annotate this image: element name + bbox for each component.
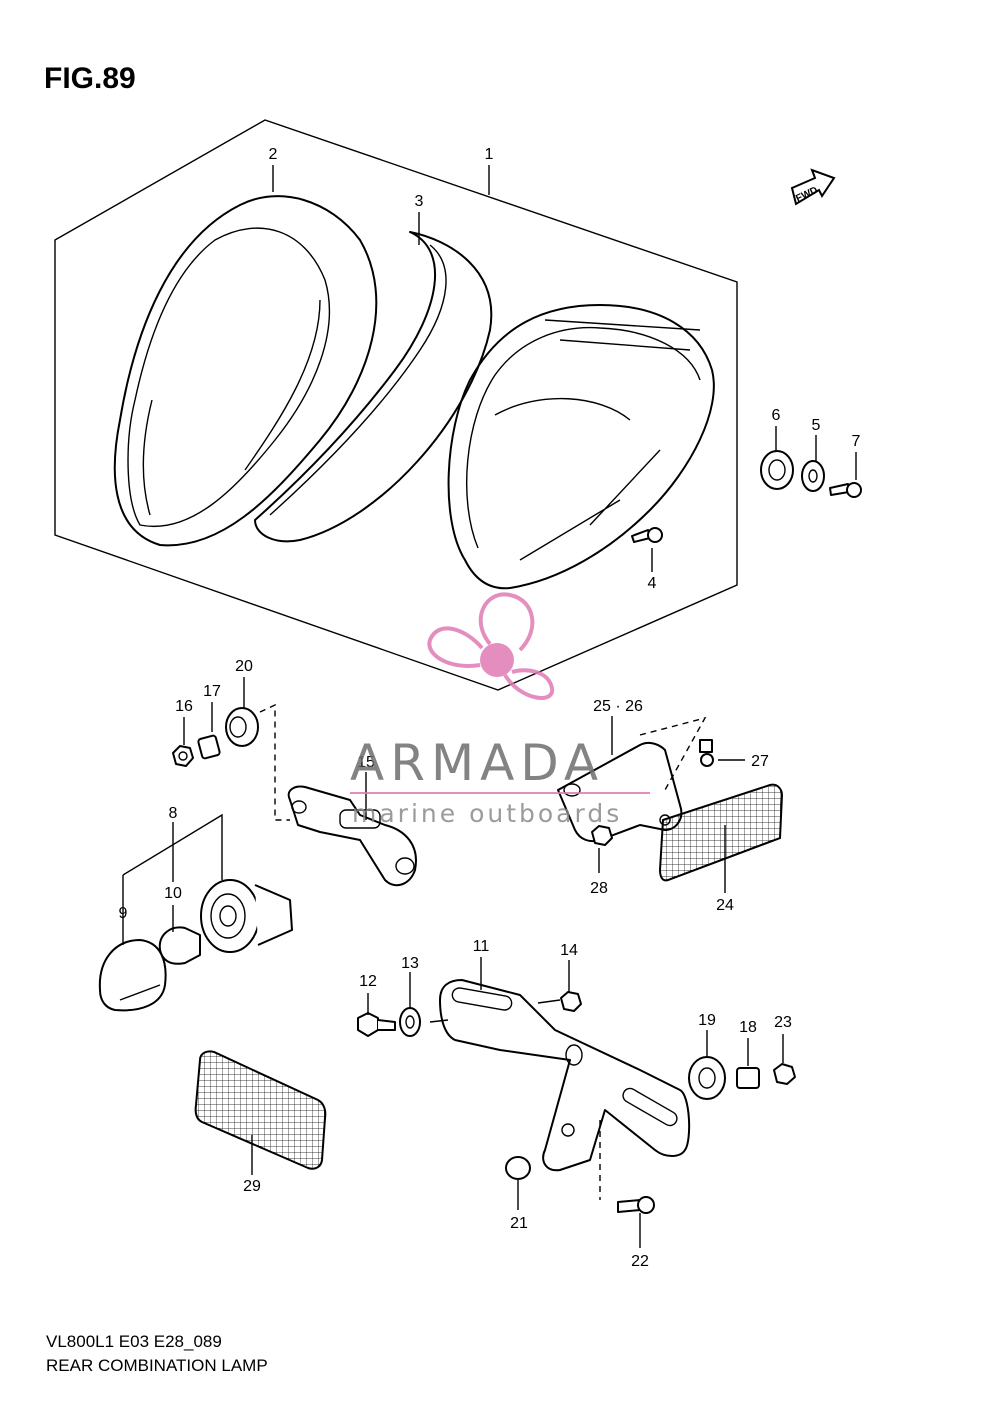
part-13-washer [399, 1007, 421, 1037]
leader-dashed [259, 703, 290, 821]
part-3-gasket [254, 231, 493, 543]
callout-10: 10 [164, 885, 182, 902]
part-29-reflector [194, 1050, 327, 1170]
part-18-collar [736, 1067, 760, 1089]
footer: VL800L1 E03 E28_089 REAR COMBINATION LAM… [46, 1330, 268, 1378]
callout-2: 2 [269, 146, 278, 163]
diagram-caption: REAR COMBINATION LAMP [46, 1356, 268, 1375]
part-16-nut [172, 745, 194, 767]
callout-24: 24 [716, 897, 734, 914]
part-28-nut [591, 825, 613, 846]
callout-leaders [122, 165, 857, 1248]
part-22-bolt [617, 1196, 655, 1214]
leader-bracket [122, 813, 223, 880]
callout-29: 29 [243, 1178, 261, 1195]
callout-12: 12 [359, 973, 377, 990]
model-code: VL800L1 E03 E28_089 [46, 1332, 222, 1351]
part-9-lens [98, 939, 167, 1012]
callout-23: 23 [774, 1014, 792, 1031]
callout-5: 5 [812, 417, 821, 434]
part-6-grommet [760, 450, 794, 490]
callout-21: 21 [510, 1215, 528, 1232]
callout-18: 18 [739, 1019, 757, 1036]
part-5-washer [801, 460, 825, 492]
part-15-bracket [287, 785, 417, 887]
callout-9: 9 [119, 905, 128, 922]
leader-line [429, 999, 561, 1023]
part-10-bulb [158, 926, 201, 965]
leader-dashed [639, 716, 707, 791]
callout-8: 8 [169, 805, 178, 822]
callout-25-26: 25 · 26 [593, 698, 643, 715]
part-21-collar [505, 1156, 531, 1180]
part-20-grommet [225, 707, 259, 747]
callout-17: 17 [203, 683, 221, 700]
callout-3: 3 [415, 193, 424, 210]
part-24-reflector [658, 783, 784, 882]
part-2-lens-rim [113, 195, 378, 547]
callout-14: 14 [560, 942, 578, 959]
assembly-outline [54, 119, 738, 691]
part-11-license-bracket [439, 979, 691, 1172]
watermark-brand: ARMADA [350, 734, 604, 792]
part-14-nut [560, 991, 582, 1012]
callout-4: 4 [648, 575, 657, 592]
watermark-tagline: marine outboards [352, 799, 622, 828]
callout-15: 15 [357, 754, 375, 771]
callout-16: 16 [175, 698, 193, 715]
part-23-nut [773, 1063, 796, 1085]
callout-20: 20 [235, 658, 253, 675]
callout-13: 13 [401, 955, 419, 972]
callout-27: 27 [751, 753, 769, 770]
part-7-screw [829, 482, 862, 498]
part-27-bolt [699, 739, 714, 767]
callout-labels: 1 2 3 4 5 6 7 8 9 10 11 12 13 14 15 16 1… [119, 146, 861, 1270]
callout-7: 7 [852, 433, 861, 450]
callout-11: 11 [473, 938, 490, 955]
callout-22: 22 [631, 1253, 649, 1270]
part-1-lamp-housing [447, 304, 715, 590]
figure-title: FIG.89 [44, 62, 136, 95]
watermark: ARMADA marine outboards [350, 592, 650, 828]
part-12-bolt [357, 1012, 396, 1037]
part-19-grommet [688, 1056, 726, 1100]
fwd-arrow-icon: FWD [790, 168, 836, 206]
callout-6: 6 [772, 407, 781, 424]
callout-19: 19 [698, 1012, 716, 1029]
callout-1: 1 [485, 146, 494, 163]
callout-28: 28 [590, 880, 608, 897]
part-4-screw [631, 527, 663, 543]
part-8-socket [200, 879, 293, 953]
propeller-logo-icon [427, 592, 555, 700]
part-17-collar [197, 734, 221, 760]
